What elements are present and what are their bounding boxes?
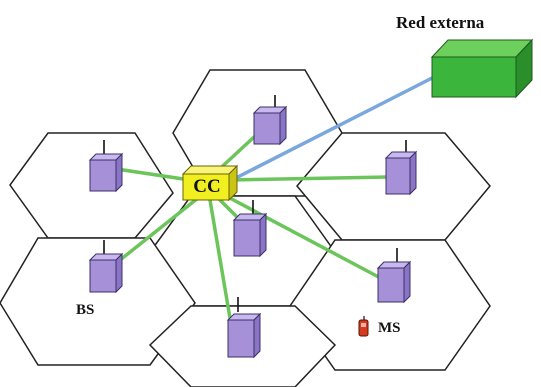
- base-station-icon: [376, 248, 412, 304]
- base-station-icon: [252, 95, 288, 146]
- link-bs-lower-left: [108, 196, 200, 270]
- mobile-phone-icon: [358, 316, 369, 337]
- mobile-station-label: MS: [378, 320, 401, 336]
- external-network-label: Red externa: [396, 13, 485, 32]
- link-bs-upper-left: [109, 166, 191, 182]
- base-station-icon: [226, 297, 262, 359]
- link-bs-upper-right: [229, 175, 389, 182]
- link-bs-bottom: [208, 199, 234, 331]
- external-network-icon: [430, 38, 534, 99]
- base-station-icon: [88, 240, 124, 294]
- base-station-label: BS: [76, 302, 95, 318]
- base-station-icon: [88, 140, 124, 193]
- central-controller-label: CC: [193, 176, 221, 197]
- central-controller-icon: [181, 164, 239, 202]
- link-external: [227, 73, 439, 184]
- base-station-icon: [384, 140, 418, 196]
- base-station-icon: [232, 200, 268, 258]
